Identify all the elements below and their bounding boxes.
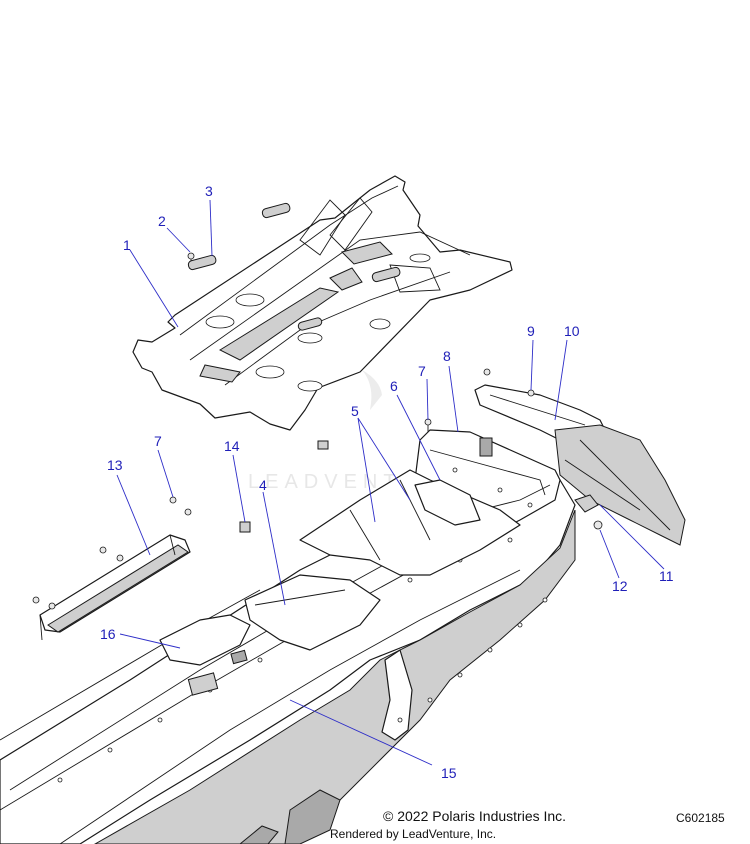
- callout-4: 4: [259, 477, 267, 493]
- callout-5: 5: [351, 403, 359, 419]
- callout-8: 8: [443, 348, 451, 364]
- callout-14: 14: [224, 438, 240, 454]
- callout-13: 13: [107, 457, 123, 473]
- callout-labels: 1 2 3 4 5 6 7 8 9 10 11 12 7 13 14 15 16: [100, 183, 674, 781]
- callout-6: 6: [390, 378, 398, 394]
- callout-1: 1: [123, 237, 131, 253]
- callout-16: 16: [100, 626, 116, 642]
- callout-10: 10: [564, 323, 580, 339]
- callout-7-upper: 7: [418, 363, 426, 379]
- part-11-mud-flap: [554, 424, 686, 546]
- part-13-rail-cover: [39, 534, 191, 641]
- part-1-floor-panel: [132, 175, 513, 431]
- diagram-code: C602185: [676, 811, 725, 825]
- callout-9: 9: [527, 323, 535, 339]
- part-4-floor-mat: [244, 574, 381, 651]
- callout-11: 11: [659, 568, 674, 584]
- part-12-fastener: [574, 494, 603, 530]
- callout-7-left: 7: [154, 433, 162, 449]
- callout-2: 2: [158, 213, 166, 229]
- rendered-by-text: Rendered by LeadVenture, Inc.: [330, 827, 497, 841]
- part-16-lower-panel: [159, 614, 251, 696]
- callout-3: 3: [205, 183, 213, 199]
- leader-lines: [116, 199, 665, 766]
- part-7-bolts-left: [32, 496, 192, 610]
- callout-12: 12: [612, 578, 628, 594]
- callout-15: 15: [441, 765, 457, 781]
- part-3-pads: [187, 202, 401, 331]
- copyright-text: © 2022 Polaris Industries Inc.: [383, 808, 567, 824]
